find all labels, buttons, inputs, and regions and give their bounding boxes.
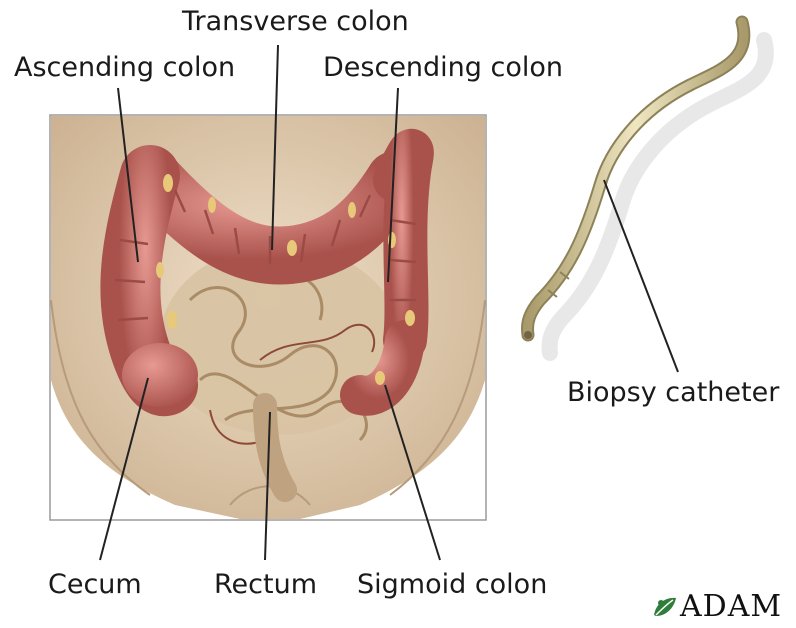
descending-colon-label: Descending colon — [323, 54, 563, 81]
logo-text: ADAM — [680, 592, 782, 622]
biopsy-catheter-leader — [604, 180, 678, 372]
cecum-label: Cecum — [48, 571, 142, 598]
ascending-colon-label: Ascending colon — [14, 54, 235, 81]
biopsy-catheter-label: Biopsy catheter — [567, 379, 779, 406]
sigmoid-colon-label: Sigmoid colon — [357, 571, 547, 598]
rectum-label: Rectum — [214, 571, 317, 598]
transverse-colon-label: Transverse colon — [182, 8, 409, 35]
leaf-icon — [652, 595, 678, 619]
adam-logo: ADAM — [652, 592, 782, 622]
